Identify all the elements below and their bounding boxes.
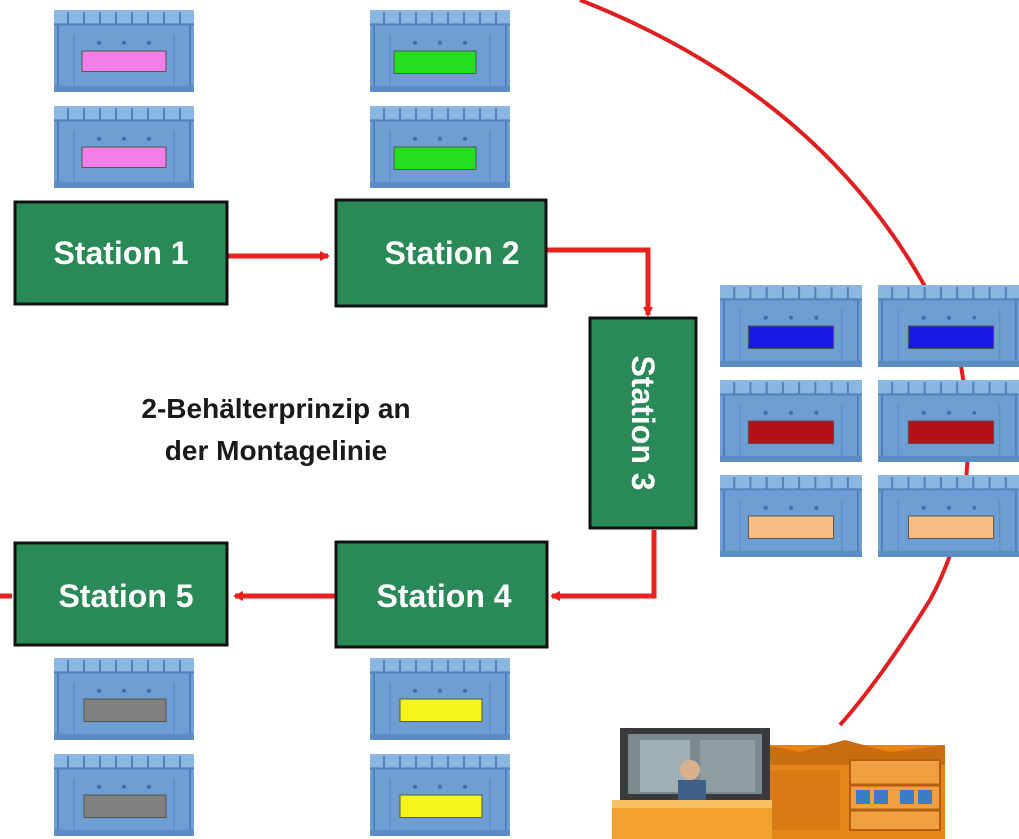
arrow-station2-to-station3 — [545, 247, 653, 317]
station-5-label: Station 5 — [58, 578, 193, 614]
caption-line-2: der Montagelinie — [165, 435, 387, 466]
bin-green-3 — [368, 8, 512, 94]
bin-label-red — [907, 420, 995, 445]
bin-peach-10 — [876, 473, 1019, 559]
arrow-station3-to-station4 — [550, 530, 657, 601]
station-5-box: Station 5 — [13, 541, 229, 647]
bin-peach-9 — [718, 473, 864, 559]
station-3-box: Station 3 — [588, 316, 698, 530]
bin-label-magenta — [81, 50, 167, 73]
bin-label-yellow — [399, 698, 483, 723]
bin-yellow-14 — [368, 752, 512, 838]
forklift-train-icon — [612, 728, 945, 839]
bin-label-peach — [907, 515, 995, 540]
bin-blue-5 — [718, 283, 864, 369]
station-3-label: Station 3 — [625, 355, 661, 490]
station-4-label: Station 4 — [376, 578, 511, 614]
station-2-label: Station 2 — [384, 235, 519, 271]
bin-green-4 — [368, 104, 512, 190]
bin-magenta-2 — [52, 104, 196, 190]
bin-label-peach — [747, 515, 835, 540]
bin-yellow-13 — [368, 656, 512, 742]
bins-layer — [52, 8, 1019, 838]
bin-label-magenta — [81, 146, 167, 169]
bin-label-gray — [83, 794, 167, 819]
bin-red-8 — [876, 378, 1019, 464]
station-1-label: Station 1 — [53, 235, 188, 271]
bin-gray-11 — [52, 656, 196, 742]
bin-label-blue — [907, 325, 995, 350]
bin-gray-12 — [52, 752, 196, 838]
station-1-box: Station 1 — [13, 200, 229, 306]
bin-label-green — [393, 50, 477, 75]
bin-label-yellow — [399, 794, 483, 819]
station-4-box: Station 4 — [334, 540, 549, 649]
bin-magenta-1 — [52, 8, 196, 94]
caption-line-1: 2-Behälterprinzip an — [141, 393, 410, 424]
bin-blue-6 — [876, 283, 1019, 369]
bin-label-red — [747, 420, 835, 445]
bin-label-blue — [747, 325, 835, 350]
station-2-box: Station 2 — [334, 198, 548, 308]
bin-label-gray — [83, 698, 167, 723]
bin-red-7 — [718, 378, 864, 464]
bin-label-green — [393, 146, 477, 171]
